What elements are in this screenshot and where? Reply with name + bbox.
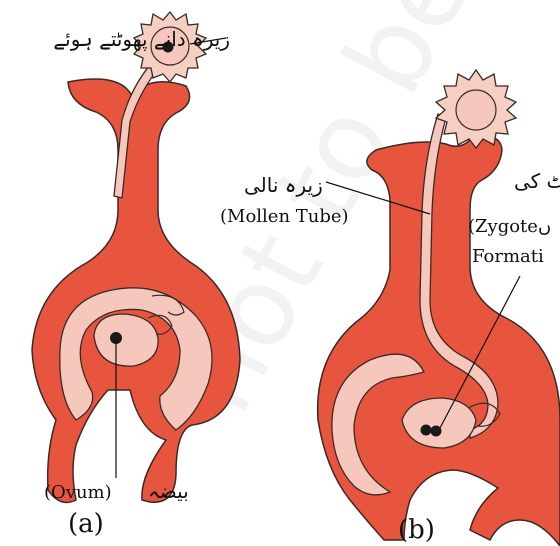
label-ovum-en: (Ovum) xyxy=(44,482,112,503)
ovule-a xyxy=(94,314,158,366)
label-pollen-tube-urdu: زیرہ نالی xyxy=(244,173,323,197)
label-panel-b: (b) xyxy=(398,515,435,545)
label-panel-a: (a) xyxy=(68,509,104,539)
label-zygote-en-2: Formati xyxy=(472,246,544,267)
label-pollen-germinating-urdu: زیرہ دانے پھوٹتے ہوئے xyxy=(53,27,230,52)
zygote-nucleus-b-1 xyxy=(421,425,432,436)
label-zygote-en-1-urdu: ں xyxy=(538,216,551,237)
label-ovum-urdu: بیضہ xyxy=(148,479,189,503)
pistil-a xyxy=(32,12,240,502)
label-zygote-urdu: ٹ کی xyxy=(514,169,560,193)
label-zygote-en-1: (Zygote xyxy=(468,216,538,237)
label-pollen-tube-en: (Mollen Tube) xyxy=(220,206,349,227)
pollen-grain-b-core xyxy=(456,90,496,130)
